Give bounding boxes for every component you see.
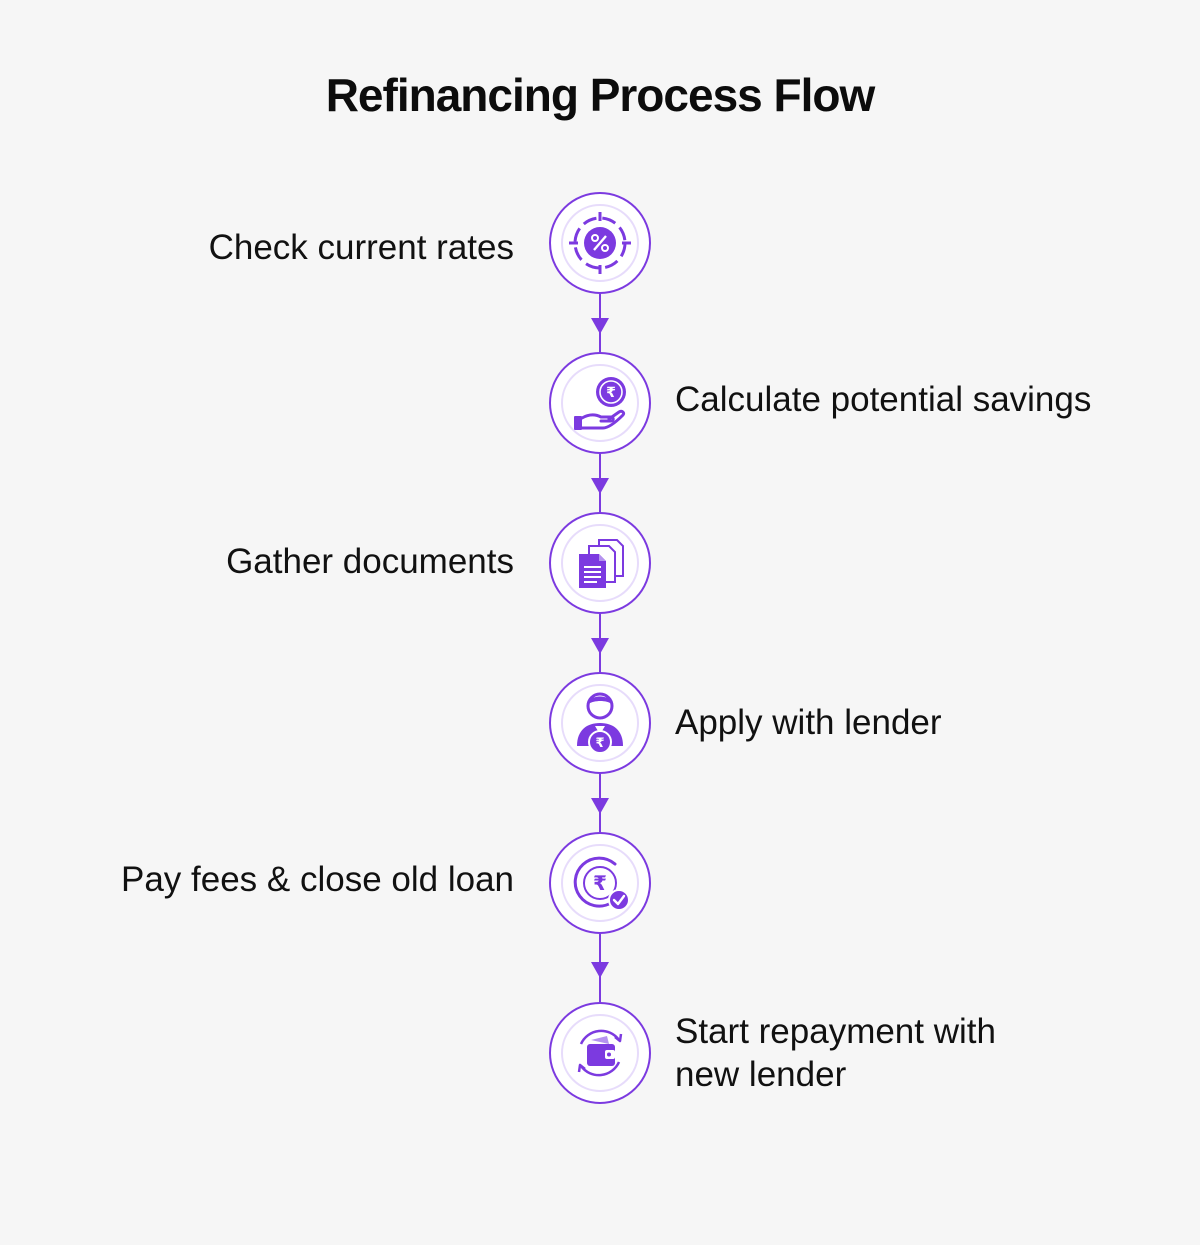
svg-text:₹: ₹ [593,871,607,895]
down-arrow-icon [591,478,609,494]
down-arrow-icon [591,318,609,334]
step-4-label: Apply with lender [675,703,942,742]
diagram-title: Refinancing Process Flow [325,69,876,121]
step-2-label: Calculate potential savings [675,380,1092,419]
step-2-node: ₹ [549,352,651,454]
step-6-node [549,1002,651,1104]
down-arrow-icon [591,798,609,814]
step-4-node: ₹ [549,672,651,774]
svg-text:₹: ₹ [595,736,604,751]
step-3-node [549,512,651,614]
step-3-label: Gather documents [226,542,514,581]
down-arrow-icon [591,638,609,654]
step-6-label: Start repayment with new lender [675,1012,996,1094]
wallet-cycle-icon [561,1014,639,1092]
percent-target-icon [561,204,639,282]
svg-text:₹: ₹ [606,385,616,401]
rupee-check-icon: ₹ [561,844,639,922]
person-money-bag-icon: ₹ [561,684,639,762]
step-1-label: Check current rates [208,228,514,267]
rupee-coin-hand-icon: ₹ [561,364,639,442]
documents-icon [561,524,639,602]
step-5-label: Pay fees & close old loan [120,860,514,899]
step-1-node [549,192,651,294]
down-arrow-icon [591,962,609,978]
step-5-node: ₹ [549,832,651,934]
